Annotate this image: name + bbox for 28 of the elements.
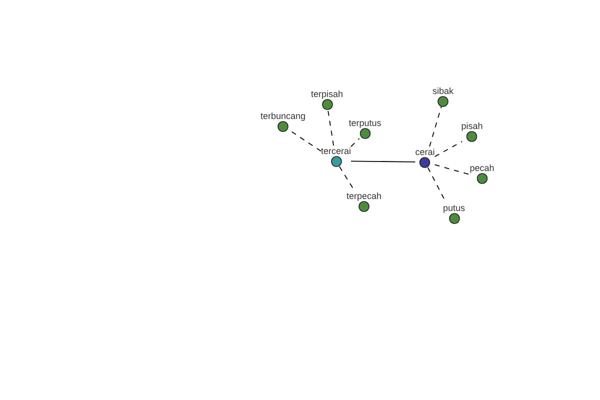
dashed-connector <box>429 106 442 147</box>
dashed-connector <box>327 109 334 146</box>
dashed-connector <box>434 141 462 158</box>
node-label: terpecah <box>346 190 382 200</box>
graph-node <box>442 202 466 224</box>
graph-node <box>432 86 454 106</box>
connector-line <box>350 160 416 162</box>
graph-node <box>415 146 435 168</box>
dashed-connector <box>434 164 470 175</box>
node-label: terputus <box>348 118 382 128</box>
dashed-connector <box>338 166 355 191</box>
graph-node <box>470 162 494 184</box>
node-label: terpisah <box>310 88 344 98</box>
node-label: pecah <box>470 162 494 172</box>
node-label: tercerai <box>321 146 351 156</box>
dashed-connector <box>290 131 322 152</box>
node-label: pisah <box>461 120 483 130</box>
dashed-connector <box>350 138 360 147</box>
graph-node <box>346 190 382 212</box>
node-label: sibak <box>432 86 454 96</box>
graph-node <box>260 110 306 132</box>
node-label: putus <box>442 202 466 212</box>
node-label: terbuncang <box>260 110 306 120</box>
graph-node <box>461 120 483 142</box>
node-label: cerai <box>415 146 435 156</box>
graph-node <box>321 146 351 166</box>
graph-node <box>310 88 344 110</box>
graph-node <box>348 118 382 138</box>
